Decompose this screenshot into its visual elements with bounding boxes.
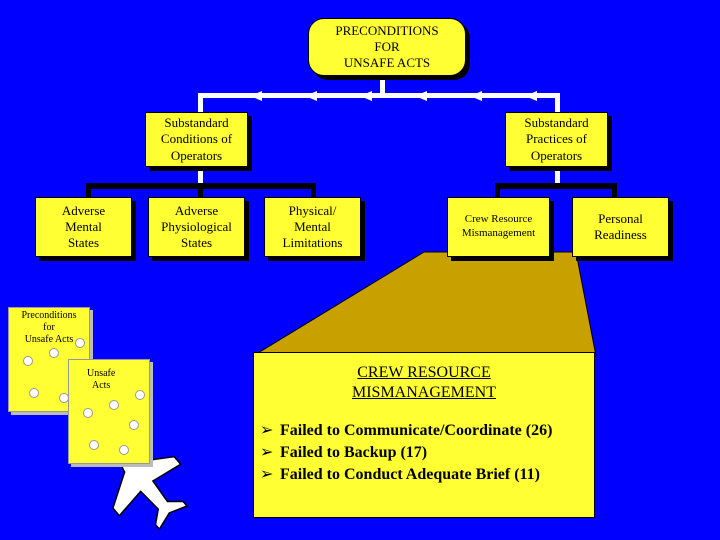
- personal-readiness-label: Personal Readiness: [594, 210, 647, 242]
- crew-resource-mismanagement-box: Crew Resource Mismanagement: [447, 197, 550, 257]
- thumbnail-dot: [109, 400, 119, 410]
- right-down-stem: [555, 168, 560, 186]
- branch-drop-3: [311, 183, 316, 197]
- top-horizontal-line: [198, 93, 558, 98]
- detail-item: ➢ Failed to Backup (17): [260, 441, 552, 463]
- detail-item-text: Failed to Backup (17): [280, 444, 428, 461]
- thumbnail-dot: [135, 390, 145, 400]
- branch-drop-2: [198, 183, 203, 197]
- thumbnail-dot: [129, 420, 139, 430]
- detail-list: ➢ Failed to Communicate/Coordinate (26) ➢…: [260, 419, 552, 485]
- adverse-physiological-states-label: Adverse Physiological States: [161, 202, 232, 251]
- preconditions-thumbnail: Preconditions for Unsafe Acts: [8, 307, 90, 412]
- top-box-label: PRECONDITIONS FOR UNSAFE ACTS: [335, 22, 439, 71]
- branch-drop-4: [495, 183, 500, 197]
- jet-icon: [109, 441, 189, 531]
- physical-mental-limitations-box: Physical/ Mental Limitations: [264, 197, 361, 257]
- substandard-practices-label: Substandard Practices of Operators: [524, 115, 589, 163]
- preconditions-unsafe-acts-box: PRECONDITIONS FOR UNSAFE ACTS: [308, 18, 466, 76]
- left-stem: [198, 93, 203, 113]
- right-branch-line: [495, 183, 615, 189]
- zoom-funnel: [251, 251, 597, 357]
- substandard-conditions-box: Substandard Conditions of Operators: [145, 112, 248, 167]
- detail-title: CREW RESOURCE MISMANAGEMENT: [352, 364, 496, 401]
- detail-item-text: Failed to Conduct Adequate Brief (11): [280, 466, 540, 483]
- thumbnail-dot: [23, 356, 33, 366]
- adverse-mental-states-box: Adverse Mental States: [35, 197, 132, 257]
- top-stem: [380, 76, 385, 96]
- thumbnail-dot: [119, 445, 129, 455]
- thumbnail-dot: [83, 408, 93, 418]
- thumbnail-dot: [89, 440, 99, 450]
- thumbnail-dot: [75, 338, 85, 348]
- substandard-practices-box: Substandard Practices of Operators: [505, 112, 608, 167]
- thumbnail-dot: [29, 388, 39, 398]
- unsafe-acts-thumbnail: Unsafe Acts: [68, 359, 150, 464]
- physical-mental-limitations-label: Physical/ Mental Limitations: [282, 202, 343, 251]
- crew-resource-mismanagement-label: Crew Resource Mismanagement: [461, 213, 536, 239]
- unsafe-acts-thumbnail-label: Unsafe Acts: [87, 368, 116, 391]
- detail-item-text: Failed to Communicate/Coordinate (26): [280, 422, 553, 439]
- personal-readiness-box: Personal Readiness: [572, 197, 669, 257]
- adverse-physiological-states-box: Adverse Physiological States: [148, 197, 245, 257]
- branch-drop-1: [86, 183, 91, 197]
- right-stem: [555, 93, 560, 113]
- substandard-conditions-label: Substandard Conditions of Operators: [160, 115, 233, 163]
- thumbnail-dot: [49, 348, 59, 358]
- arrow-bullet-icon: ➢: [260, 442, 274, 461]
- preconditions-thumbnail-label: Preconditions for Unsafe Acts: [21, 310, 77, 345]
- adverse-mental-states-label: Adverse Mental States: [61, 202, 106, 251]
- arrow-bullet-icon: ➢: [260, 420, 274, 439]
- branch-drop-5: [612, 183, 617, 197]
- detail-item: ➢ Failed to Conduct Adequate Brief (11): [260, 463, 552, 485]
- left-down-stem: [198, 168, 203, 186]
- detail-item: ➢ Failed to Communicate/Coordinate (26): [260, 419, 552, 441]
- crew-resource-detail-panel: CREW RESOURCE MISMANAGEMENT ➢ Failed to C…: [253, 352, 595, 518]
- arrow-bullet-icon: ➢: [260, 464, 274, 483]
